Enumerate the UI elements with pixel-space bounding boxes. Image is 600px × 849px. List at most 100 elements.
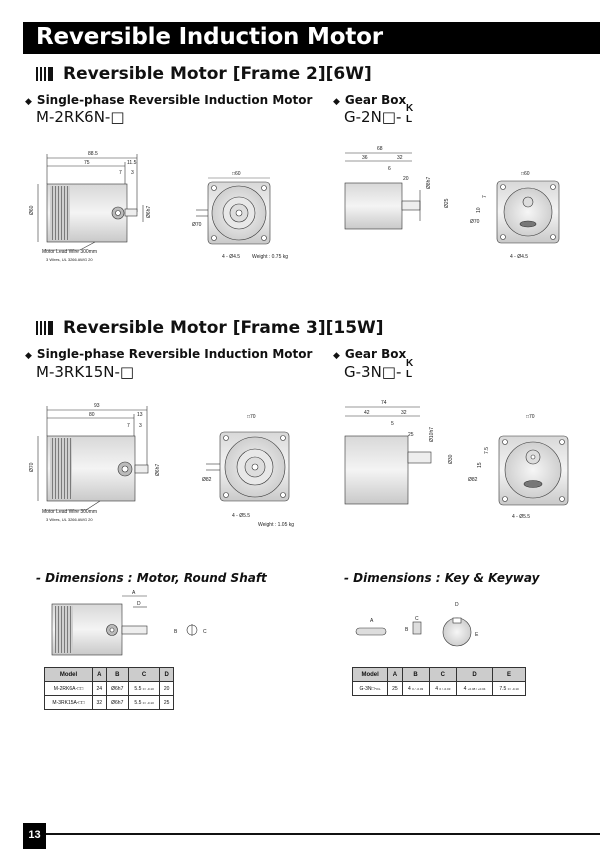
f2g-dim-shaft: Ø8h7 [426, 177, 432, 189]
f3g-dim-c: 5 [391, 421, 394, 427]
frame3-gear-side-view [344, 406, 432, 505]
f2g-dim-c: 6 [388, 166, 391, 172]
section-bars-icon [36, 318, 55, 338]
kw-label-c: C [415, 616, 419, 622]
rs-label-d: D [137, 601, 141, 607]
diamond-icon: ◆ [25, 97, 32, 107]
f2g-dim-overall: 68 [377, 146, 383, 152]
frame3-motor-side-view [37, 406, 149, 511]
frame3-title-text: Reversible Motor [Frame 3][15W] [63, 318, 384, 338]
f2m-holes: 4 - Ø4.5 [222, 254, 240, 260]
f2g-f: 7 [482, 195, 488, 198]
f2m-dim-dia: Ø60 [29, 205, 35, 215]
kw-label-a: A [370, 618, 374, 624]
section-bars-icon [36, 64, 55, 84]
frame2-motor-subtitle: ◆Single-phase Reversible Induction Motor [25, 93, 313, 107]
f3g-dim-b: 32 [401, 410, 407, 416]
kw-label-e: E [475, 632, 479, 638]
f3g-dim-e: Ø30 [448, 454, 454, 464]
table-row: M-3RK15A-□□32 Ø6h7 5.5 0 / -0.10 25 [44, 695, 174, 710]
round-shaft-heading: - Dimensions : Motor, Round Shaft [36, 571, 267, 585]
table-row: M-2RK6A-□□24 Ø6h7 5.5 0 / -0.10 20 [44, 681, 174, 696]
f2m-wires: 3 Wires, UL 3266 AWG 20 [46, 257, 93, 262]
f3m-pcd: Ø82 [202, 477, 212, 483]
frame3-motor-model: M-3RK15N-□ [36, 363, 135, 381]
f3g-h: Ø82 [468, 477, 478, 483]
f2g-holes: 4 - Ø4.5 [510, 254, 528, 260]
f2g-g: 10 [476, 207, 482, 213]
round-shaft-drawing [51, 595, 198, 656]
keyway-heading: - Dimensions : Key & Keyway [344, 571, 540, 585]
f2g-h: Ø70 [470, 219, 480, 225]
f3g-holes: 4 - Ø5.5 [512, 514, 530, 520]
f3g-sq: □70 [526, 414, 535, 420]
rs-label-a: A [132, 590, 136, 596]
f2m-dim-shaft: 11.5 [127, 160, 137, 166]
f3g-dim-a: 42 [364, 410, 370, 416]
table-row: G-3N□-K/L 25 4 0 / -0.03 4 0 / -0.03 4 +… [351, 681, 526, 696]
f2m-dim-body: 75 [84, 160, 90, 166]
page-number: 13 [23, 823, 46, 849]
f3g-dim-overall: 74 [381, 400, 387, 406]
rs-label-c: C [203, 629, 207, 635]
f2m-sq: □60 [232, 171, 241, 177]
frame2-motor-front-view [196, 177, 271, 245]
frame3-gear-subtitle: ◆Gear Box [333, 347, 407, 361]
frame2-gear-side-view [344, 152, 421, 230]
kw-label-b: B [405, 627, 409, 633]
f3m-holes: 4 - Ø5.5 [232, 513, 250, 519]
frame2-motor-side-view [37, 154, 144, 251]
frame2-gear-model: G-2N□- [344, 108, 402, 126]
f2m-pcd: Ø70 [192, 222, 202, 228]
frame3-gear-model: G-3N□- [344, 363, 402, 381]
f3g-f: 7.5 [484, 447, 490, 454]
f2g-dim-d: 20 [403, 176, 409, 182]
f2g-dim-e: Ø25 [444, 198, 450, 208]
frame3-motor-front-view [206, 431, 290, 502]
frame2-gear-front-view [496, 180, 560, 244]
title-banner: Reversible Induction Motor [23, 22, 600, 54]
f3m-dim-shaft-dia: Ø6h7 [155, 464, 161, 476]
diamond-icon: ◆ [333, 351, 340, 361]
f2m-dim-d2: 3 [131, 170, 134, 176]
f3m-sq: □70 [247, 414, 256, 420]
diamond-icon: ◆ [25, 351, 32, 361]
f2g-dim-a: 36 [362, 155, 368, 161]
frame2-gear-subtitle: ◆Gear Box [333, 93, 407, 107]
f2m-weight: Weight : 0.75 kg [252, 254, 288, 260]
frame3-motor-subtitle: ◆Single-phase Reversible Induction Motor [25, 347, 313, 361]
f3m-lead: Motor Lead Wire 300mm [42, 509, 97, 515]
rs-label-b: B [174, 629, 178, 635]
f3m-dim-d1: 7 [127, 423, 130, 429]
keyway-drawing [355, 617, 472, 647]
f2g-dim-b: 32 [397, 155, 403, 161]
f3g-g: 15 [477, 462, 483, 468]
frame3-gear-front-view [498, 435, 569, 506]
f3m-dim-d2: 3 [139, 423, 142, 429]
kw-label-d: D [455, 602, 459, 608]
f3m-dim-body: 80 [89, 412, 95, 418]
f2m-dim-d1: 7 [119, 170, 122, 176]
f3m-dim-dia: Ø70 [29, 462, 35, 472]
frame2-title-text: Reversible Motor [Frame 2][6W] [63, 64, 372, 84]
f3m-dim-overall: 93 [94, 403, 100, 409]
diamond-icon: ◆ [333, 97, 340, 107]
frame2-section-title: Reversible Motor [Frame 2][6W] [36, 64, 372, 84]
frame3-section-title: Reversible Motor [Frame 3][15W] [36, 318, 384, 338]
f3m-dim-shaft: 13 [137, 412, 143, 418]
f2m-lead: Motor Lead Wire 300mm [42, 249, 97, 255]
footer-rule [46, 833, 600, 835]
f3m-weight: Weight : 1.05 kg [258, 522, 294, 528]
f3g-dim-d: 25 [408, 432, 414, 438]
f2g-sq: □60 [521, 171, 530, 177]
f3g-dim-shaft: Ø10h7 [429, 427, 435, 442]
f3m-wires: 3 Wires, UL 3266 AWG 20 [46, 517, 93, 522]
page-title: Reversible Induction Motor [36, 24, 383, 50]
